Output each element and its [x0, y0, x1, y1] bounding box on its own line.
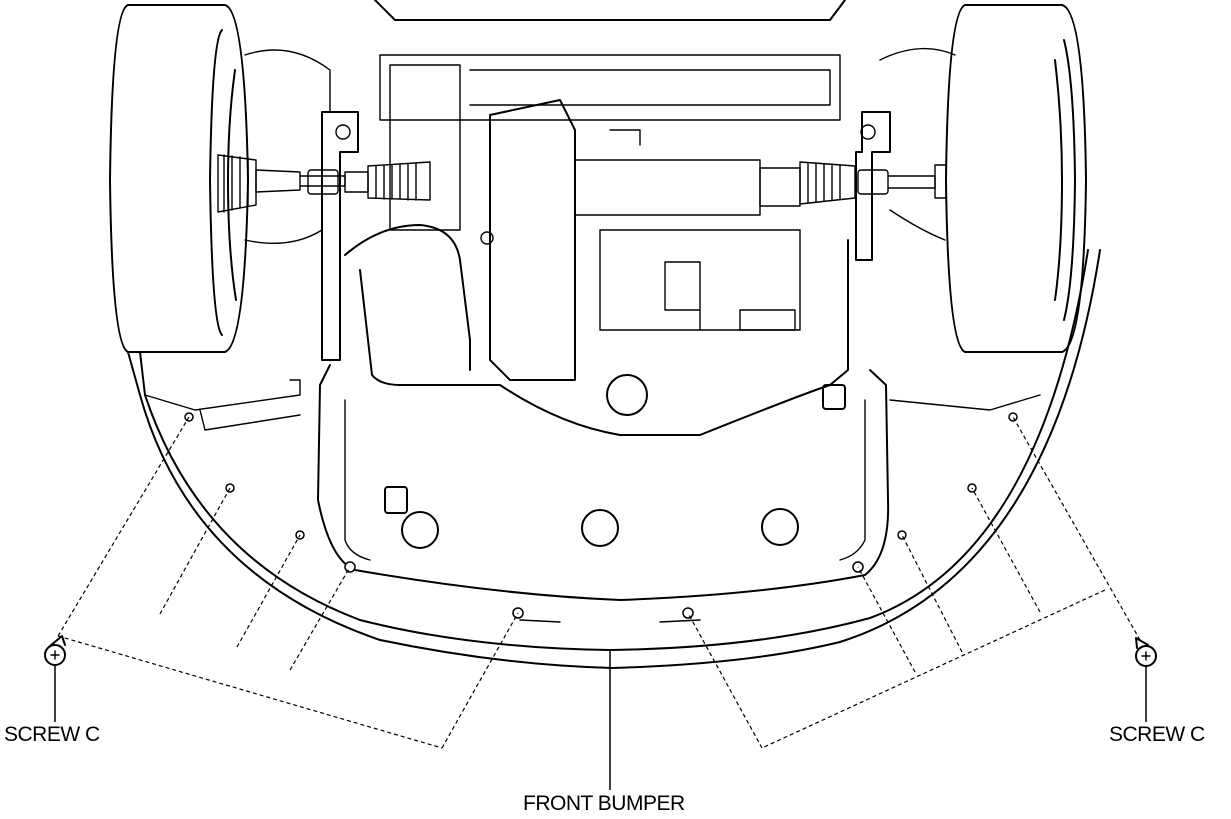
front-bumper: [127, 249, 1101, 669]
screw-reference-lines-right: [687, 416, 1141, 749]
left-tire: [109, 4, 257, 353]
screw-reference-lines-left: [57, 416, 519, 749]
front-bumper-label: FRONT BUMPER: [523, 792, 685, 815]
suspension: [244, 47, 956, 361]
right-tire: [934, 4, 1087, 353]
screw-icon: [44, 635, 66, 722]
screw-icon: [1135, 637, 1157, 722]
engine-block: [374, 0, 846, 416]
right-drive-shaft: [759, 161, 936, 207]
under-cover: [317, 224, 890, 601]
screw-c-label-left: SCREW C: [4, 723, 100, 746]
screw-c-label-right: SCREW C: [1109, 723, 1205, 746]
left-drive-shaft: [255, 161, 431, 201]
